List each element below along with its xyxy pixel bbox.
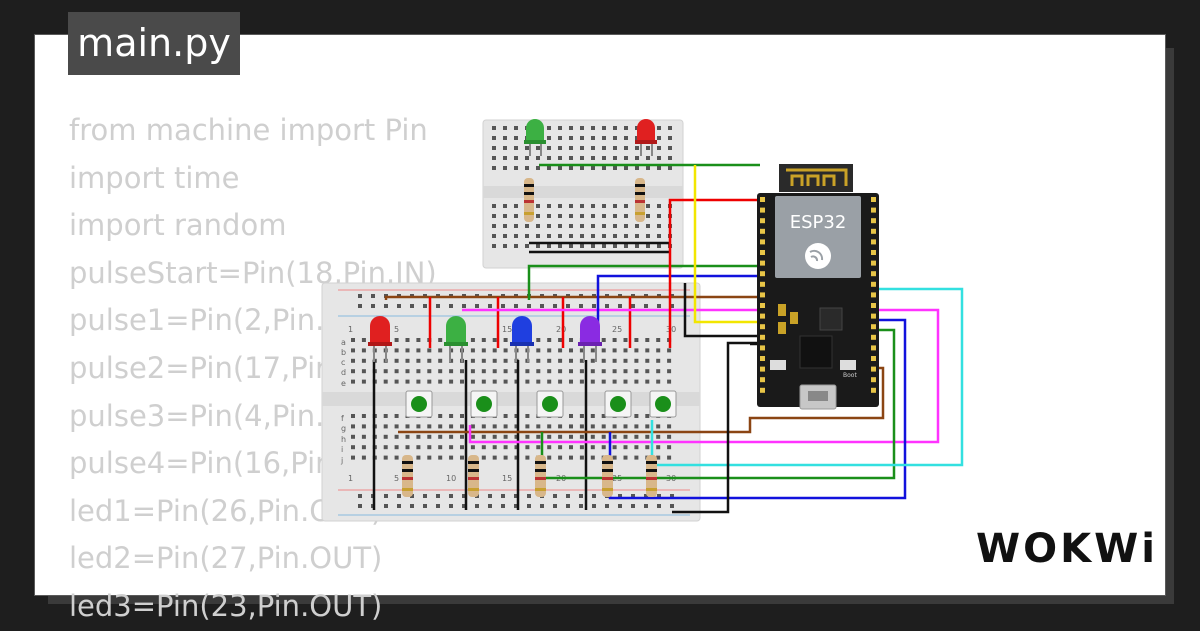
bb-row-label: j (340, 456, 343, 465)
push-button (536, 390, 564, 418)
small-breadboard-wires (529, 163, 760, 254)
bb-col-label: 5 (394, 325, 399, 334)
bb-row-label: b (341, 348, 346, 357)
bb-row-label: h (341, 435, 346, 444)
bb-col-label: 15 (502, 325, 512, 334)
wokwi-logo: WOKWi (976, 526, 1158, 572)
bb-row-label: i (341, 445, 343, 454)
bb-row-label: e (341, 379, 346, 388)
push-button (470, 390, 498, 418)
led-purple (578, 316, 602, 362)
card-shadow-right (1166, 48, 1174, 604)
push-button (604, 390, 632, 418)
led-red (368, 316, 392, 362)
resistor (602, 455, 613, 497)
led-red (635, 119, 657, 156)
led-green (524, 119, 546, 156)
code-line: pulse3=Pin(4,Pin.IN) (69, 398, 366, 433)
board-label: ESP32 (790, 212, 847, 233)
code-line: pulse1=Pin(2,Pin.IN) (69, 303, 366, 338)
resistor (402, 455, 413, 497)
resistor (535, 455, 546, 497)
resistor (468, 455, 479, 497)
bb-col-label: 25 (612, 325, 622, 334)
resistor (635, 178, 645, 222)
esp32-board: ESP32 Boot (757, 164, 879, 410)
bb-col-label: 1 (348, 325, 353, 334)
code-line: led2=Pin(27,Pin.OUT) (69, 541, 383, 576)
bb-row-label: c (341, 358, 345, 367)
card-shadow-bottom (48, 596, 1174, 604)
circuit-diagram: 1 5 10 15 20 25 30 1 5 10 15 20 25 30 a … (321, 119, 964, 522)
code-line: import time (69, 160, 240, 195)
bb-col-label: 10 (446, 474, 456, 483)
resistor (646, 455, 657, 497)
push-button (405, 390, 433, 418)
code-line: from machine import Pin (69, 113, 428, 147)
led-green (444, 316, 468, 362)
push-button (649, 390, 677, 418)
bb-col-label: 15 (502, 474, 512, 483)
bb-row-label: d (341, 368, 346, 377)
boot-button-label: Boot (843, 372, 857, 379)
bb-row-label: g (341, 424, 346, 433)
led-blue (510, 316, 534, 362)
resistor (524, 178, 534, 222)
bb-col-label: 5 (394, 474, 399, 483)
bb-row-label: f (341, 414, 344, 423)
bb-row-label: a (341, 338, 346, 347)
bb-col-label: 20 (556, 325, 566, 334)
code-line: import random (69, 208, 287, 243)
file-tab[interactable]: main.py (68, 12, 240, 75)
small-breadboard (482, 119, 684, 269)
code-line: led3=Pin(23,Pin.OUT) (69, 588, 383, 623)
bb-col-label: 1 (348, 474, 353, 483)
